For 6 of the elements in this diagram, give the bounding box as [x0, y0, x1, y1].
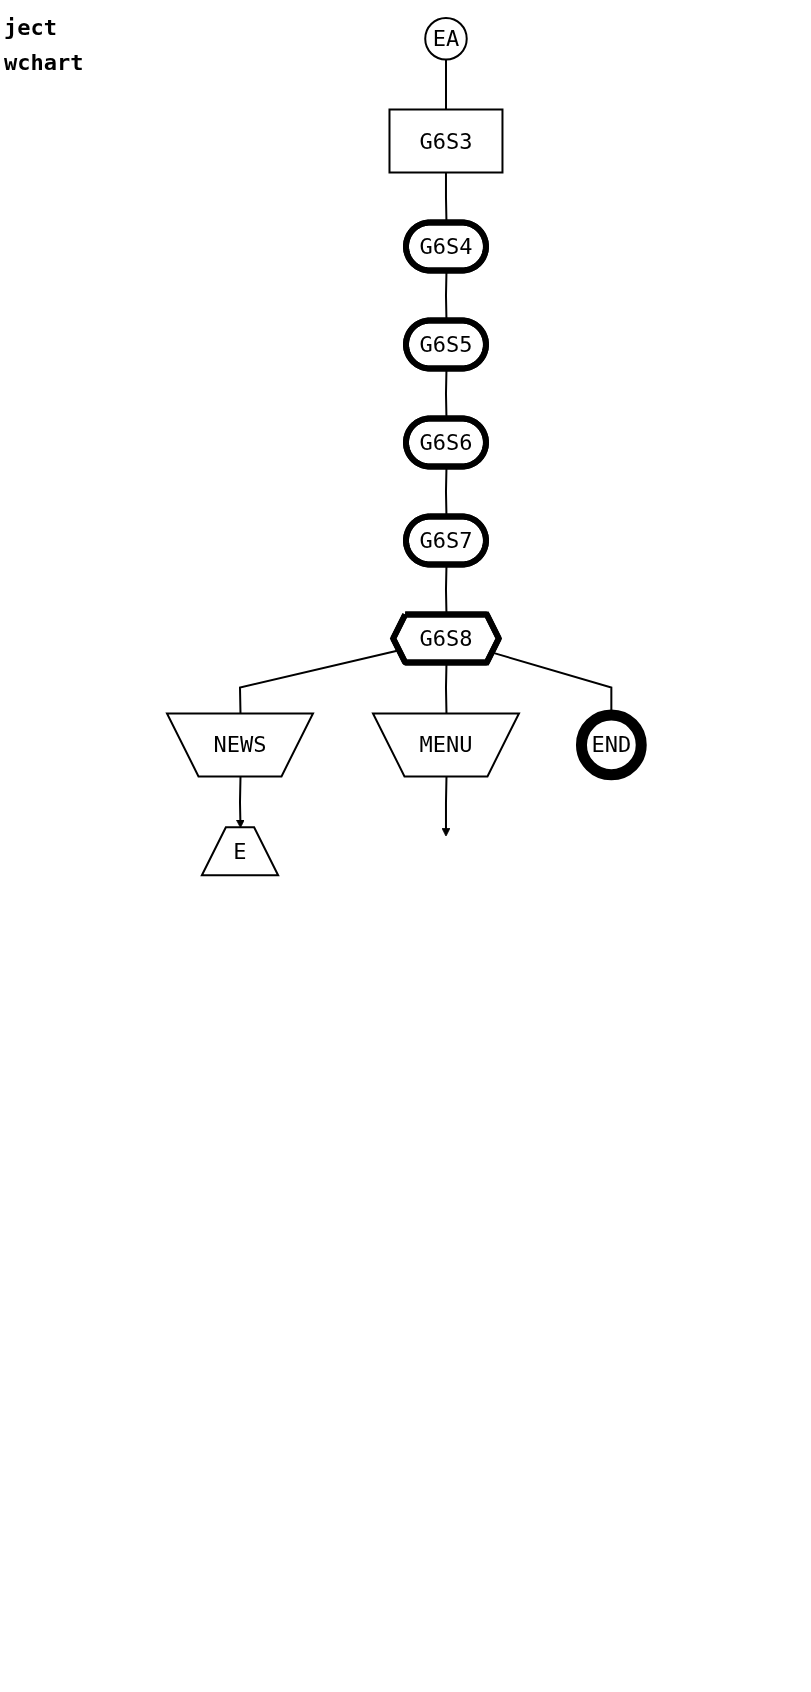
- title-text: ject: [4, 14, 58, 42]
- node-circle: END: [576, 709, 647, 781]
- node-box: G6S3: [388, 108, 504, 174]
- connector: [445, 58, 448, 111]
- title-text: wchart: [4, 49, 84, 78]
- node-circle: EA: [424, 17, 468, 61]
